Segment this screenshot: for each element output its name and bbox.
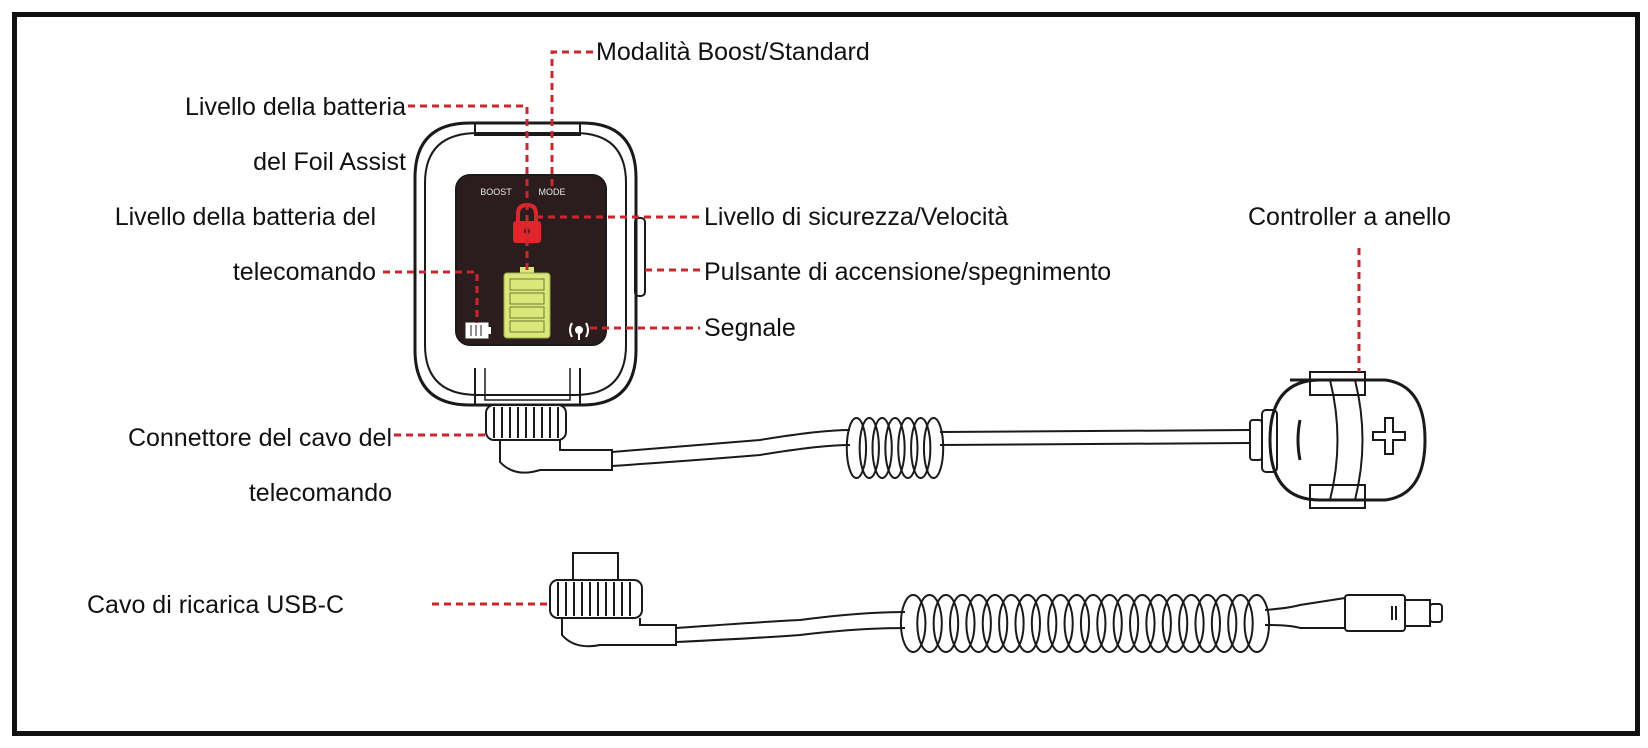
coil-loop	[1145, 594, 1172, 653]
coil-loop	[1194, 594, 1222, 653]
coil-loop	[922, 417, 945, 479]
screen-boost-text: BOOST	[480, 187, 512, 197]
coil-loop	[871, 417, 893, 479]
coil-loop	[949, 594, 976, 653]
coil-loop	[1129, 594, 1156, 653]
ring-controller	[1249, 371, 1427, 509]
coil-loop	[1178, 594, 1205, 653]
coil-loop	[1227, 594, 1254, 653]
coil-loop	[1112, 594, 1140, 653]
label-remote-battery-line1: Livello della batteria del	[114, 203, 376, 231]
battery-icon	[503, 267, 551, 339]
coil-loop	[965, 594, 992, 653]
label-remote-battery-line2: telecomando	[232, 258, 376, 286]
usb-connector-nut	[549, 552, 677, 648]
leader-lines	[383, 50, 1361, 606]
coil-loop	[845, 417, 868, 479]
coil-loop	[1030, 594, 1058, 653]
coil-loop	[1210, 594, 1238, 653]
remote-coiled-cable	[611, 417, 1251, 479]
label-foil-battery-line2: del Foil Assist	[253, 148, 406, 176]
leader-boost-mode	[550, 50, 593, 190]
coil-loop	[897, 417, 919, 479]
coil-loop	[998, 594, 1025, 653]
label-safety-speed: Livello di sicurezza/Velocità	[704, 203, 1009, 231]
diagram-frame	[12, 12, 1640, 736]
label-cable-connector-line1: Connettore del cavo del	[127, 424, 392, 452]
coil-loop	[1243, 594, 1271, 653]
remote-connector	[485, 404, 613, 474]
label-ring-controller: Controller a anello	[1248, 203, 1451, 231]
screen-mode-text: MODE	[539, 187, 566, 197]
signal-icon	[569, 322, 589, 340]
label-foil-battery-line1: Livello della batteria	[185, 93, 406, 121]
coil-loop	[916, 594, 943, 653]
usb-coiled-cable	[675, 594, 1346, 653]
coil-loop	[1079, 594, 1107, 653]
label-signal: Segnale	[704, 314, 796, 342]
coil-loop	[899, 594, 927, 653]
plus-icon	[1372, 417, 1406, 455]
label-power-button: Pulsante di accensione/spegnimento	[704, 258, 1112, 286]
coil-loop	[1047, 594, 1074, 653]
coil-loop	[1063, 594, 1091, 653]
remote-body	[413, 121, 646, 407]
usb-c-plug	[1344, 594, 1443, 632]
coil-loop	[981, 594, 1009, 653]
label-cable-connector-line2: telecomando	[248, 479, 392, 507]
remote-screen	[455, 174, 607, 346]
label-boost-mode: Modalità Boost/Standard	[596, 38, 870, 66]
coil-loop	[1014, 594, 1042, 653]
remote-battery-icon	[465, 322, 491, 339]
coil-loop	[910, 417, 932, 479]
leader-foil-battery	[408, 104, 529, 270]
coil-loop	[1161, 594, 1189, 653]
label-usb-cable: Cavo di ricarica USB-C	[87, 591, 345, 619]
coil-loop	[858, 417, 880, 479]
coil-loop	[932, 594, 960, 653]
coil-loop	[1096, 594, 1123, 653]
coil-loop	[884, 417, 906, 479]
